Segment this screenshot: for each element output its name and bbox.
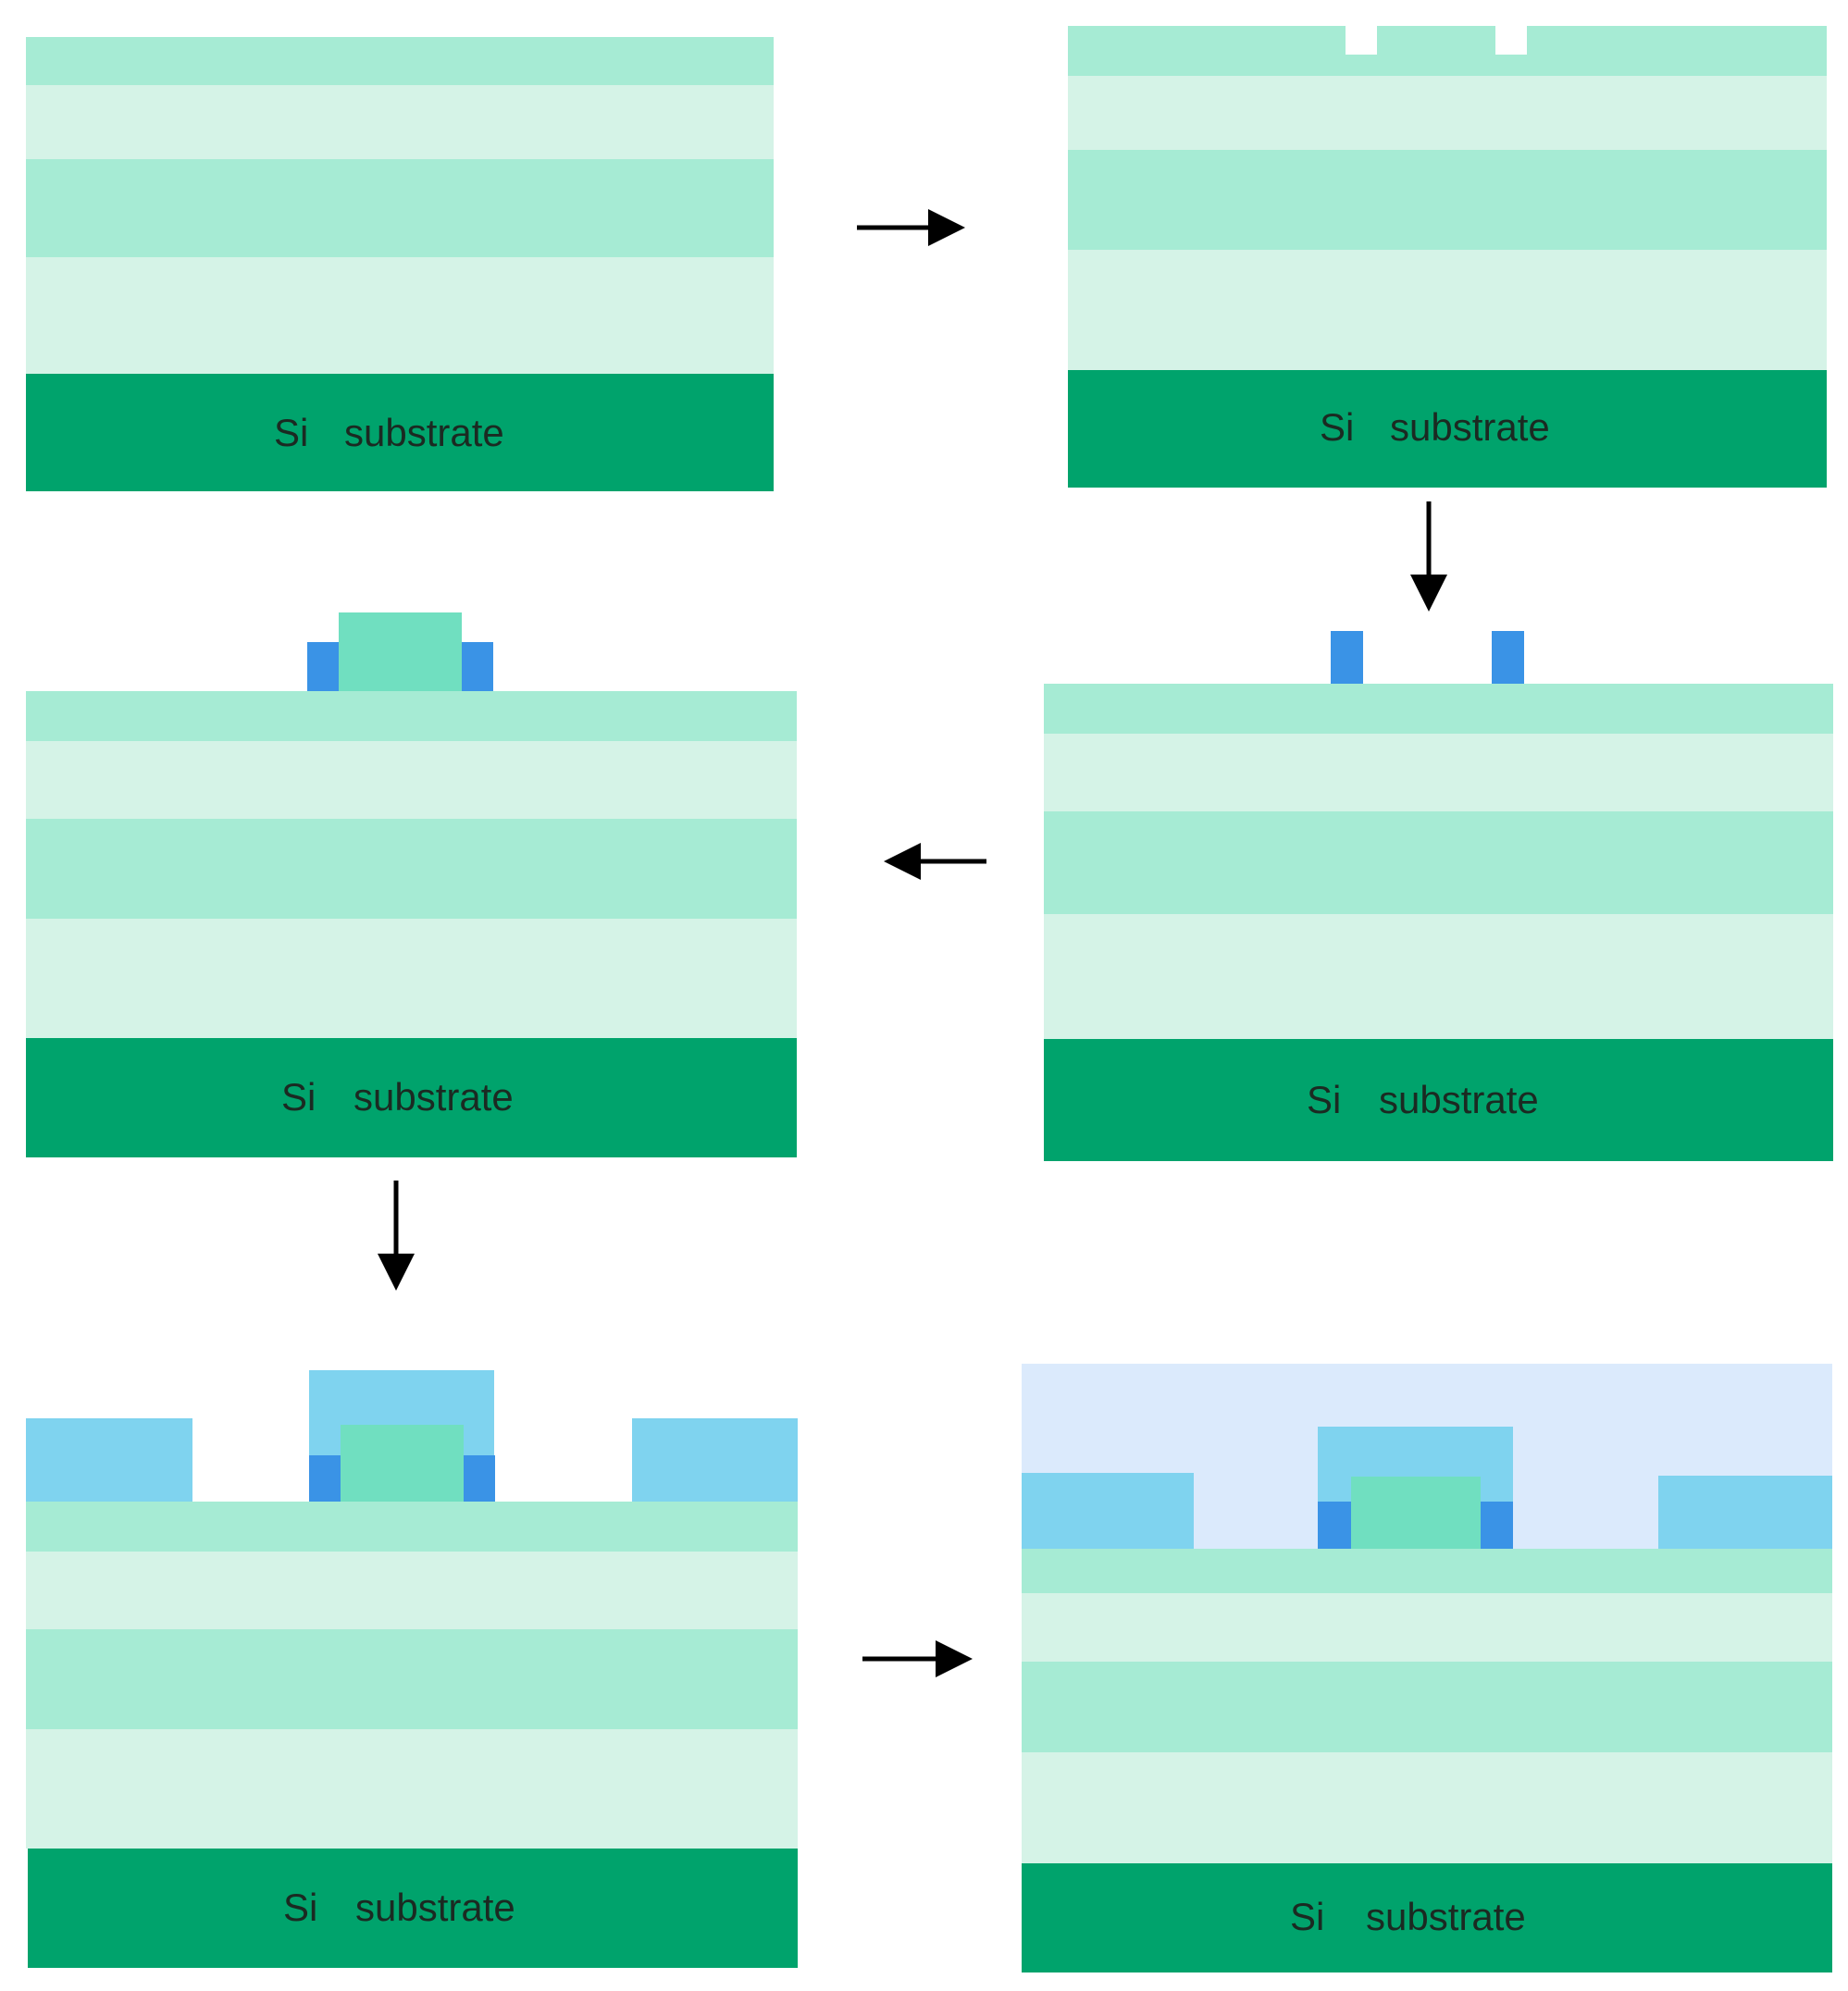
step-2-opening-right [1495,26,1527,55]
step-4-si-label: Si [281,1075,316,1119]
step-6-substrate [1022,1863,1832,1972]
step-2-panel: Si substrate [1068,26,1827,488]
step-4-top-layer [26,691,797,741]
step-2-substrate [1068,370,1827,488]
step-1-top-layer [26,37,774,85]
step-6-si-label: Si [1290,1895,1324,1938]
step-6-panel: Si substrate [1022,1364,1832,1972]
step-5-panel: Si substrate [26,1370,798,1968]
step-5-substrate [28,1849,798,1968]
step-1-layer-4 [26,257,774,374]
step-6-contact-left [1022,1473,1194,1549]
step-4-layer-3 [26,819,797,919]
step-6-substrate-label: substrate [1366,1895,1526,1938]
step-2-substrate-label: substrate [1390,405,1550,449]
step-5-gate [341,1425,464,1512]
step-4-panel: Si substrate [26,612,797,1157]
step-6-contact-right [1658,1476,1832,1549]
step-5-contact-right [632,1418,798,1502]
step-3-panel: Si substrate [1044,631,1833,1161]
step-6-gate [1351,1477,1481,1549]
step-1-substrate [26,374,774,491]
step-1-layer-3 [26,159,774,257]
step-4-layer-2 [26,741,797,819]
step-5-top-layer [26,1502,798,1552]
step-5-layer-3 [26,1629,798,1729]
step-3-layer-3 [1044,811,1833,914]
step-3-layer-4 [1044,914,1833,1039]
step-3-layer-2 [1044,734,1833,811]
step-4-substrate [26,1038,797,1157]
step-1-panel: Si substrate [26,37,774,491]
step-1-substrate-label: substrate [344,411,504,454]
step-3-top-layer [1044,684,1833,734]
step-1-layer-2 [26,85,774,159]
step-6-top-layer [1022,1549,1832,1593]
step-2-layer-2 [1068,76,1827,150]
step-5-si-label: Si [283,1886,317,1929]
step-5-contact-left [26,1418,192,1502]
step-6-layer-2 [1022,1593,1832,1662]
step-4-layer-4 [26,919,797,1038]
step-4-substrate-label: substrate [353,1075,514,1119]
step-3-substrate [1044,1039,1833,1161]
step-3-substrate-label: substrate [1379,1078,1539,1121]
step-5-layer-2 [26,1552,798,1629]
step-6-layer-3 [1022,1662,1832,1752]
step-4-gate [339,612,462,698]
step-2-layer-4 [1068,250,1827,370]
step-3-si-label: Si [1307,1078,1341,1121]
step-5-layer-4 [26,1729,798,1849]
step-2-layer-3 [1068,150,1827,250]
step-5-substrate-label: substrate [355,1886,515,1929]
step-2-top-layer [1068,26,1827,76]
step-2-opening-left [1346,26,1377,55]
step-2-si-label: Si [1320,405,1354,449]
step-6-layer-4 [1022,1752,1832,1863]
step-1-si-label: Si [274,411,308,454]
flow-arrows [378,209,1447,1677]
